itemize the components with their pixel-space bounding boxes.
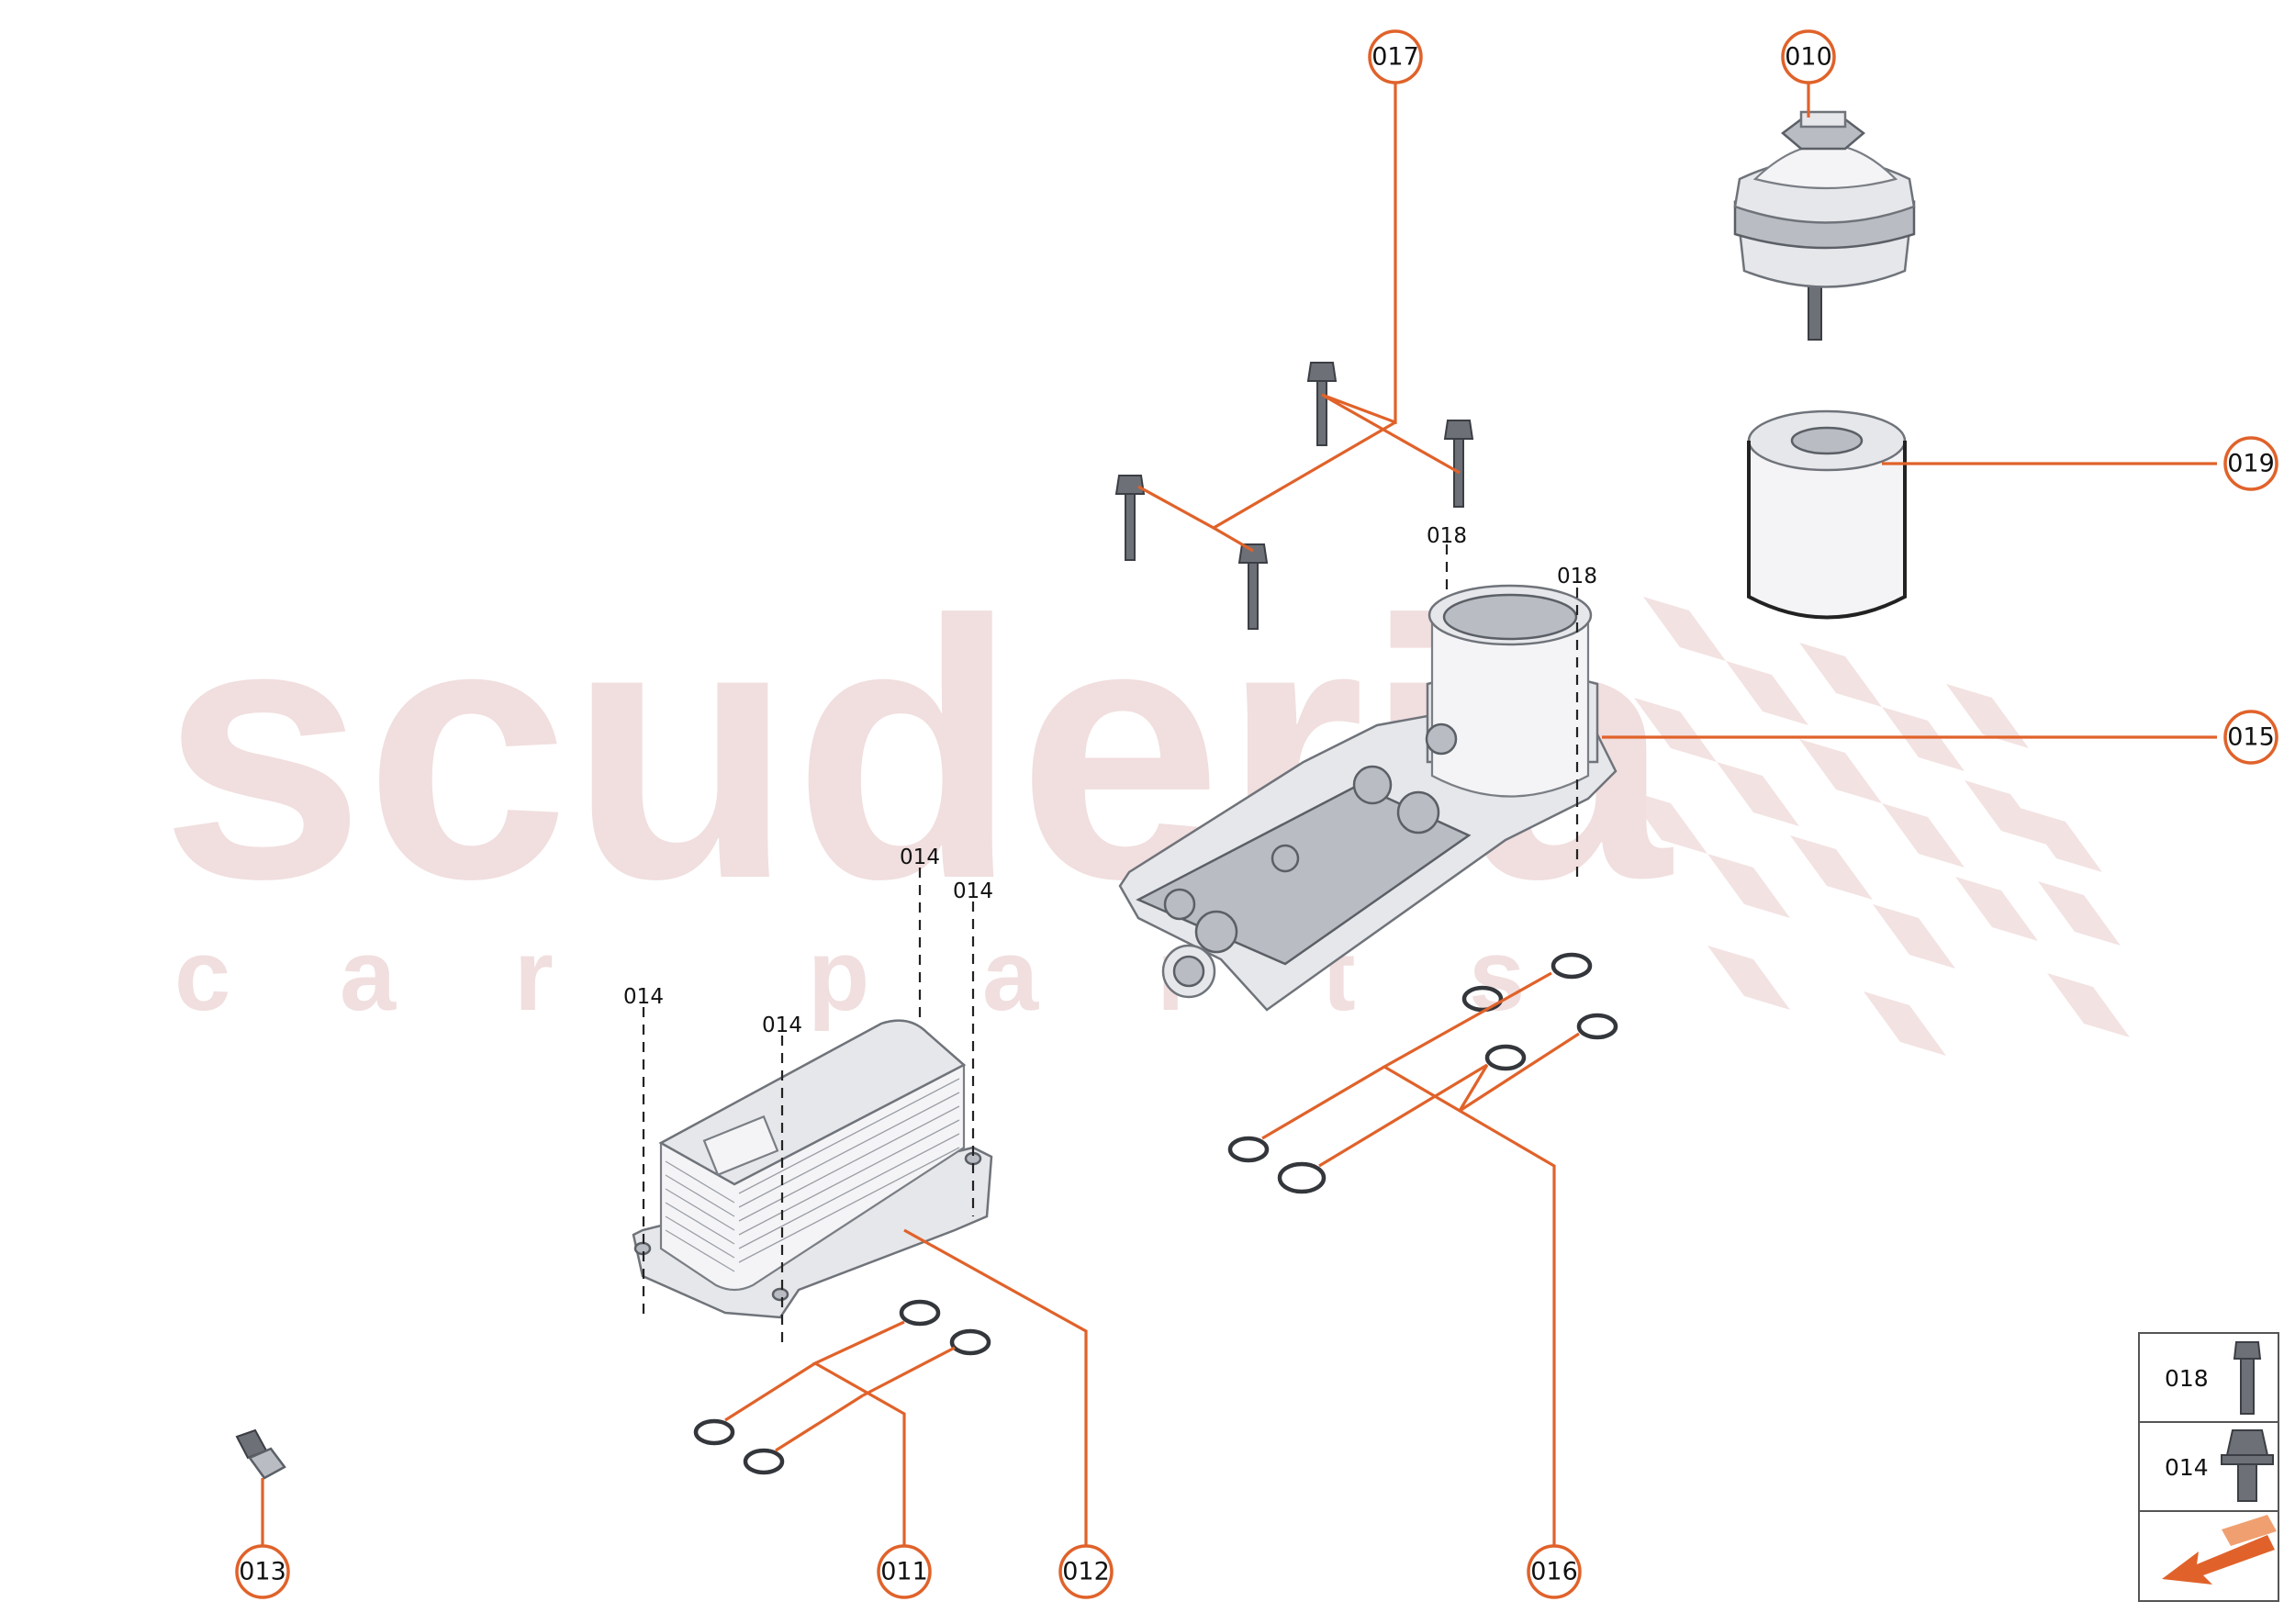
flange-bolt-icon [2221, 1429, 2274, 1502]
oil-filter-housing-part[interactable] [1118, 584, 1618, 1012]
label-014: 014 [762, 1014, 802, 1037]
watermark-letter: c [174, 919, 230, 1032]
checkered-flag-logo [1625, 597, 2130, 1056]
label-014: 014 [953, 879, 993, 903]
seal-rings-016[interactable] [1227, 952, 1618, 1194]
housing-bolts-017[interactable] [1114, 362, 1474, 630]
callout-label: 010 [1785, 43, 1832, 72]
legend-label-014: 014 [2165, 1454, 2209, 1481]
legend-label-018: 018 [2165, 1365, 2209, 1392]
callout-010[interactable]: 010 [1781, 29, 1836, 84]
watermark: scuderia c a r p a r t s [161, 544, 2130, 1056]
label-018: 018 [1427, 524, 1467, 548]
oil-cooler-part[interactable] [632, 1019, 993, 1319]
watermark-letter: a [340, 919, 397, 1032]
callout-013[interactable]: 013 [235, 1544, 290, 1599]
label-014: 014 [900, 846, 940, 869]
filter-element-part[interactable] [1747, 409, 1907, 620]
long-bolt-icon [2233, 1341, 2262, 1415]
callout-label: 017 [1371, 43, 1419, 72]
oil-sensor-part[interactable] [235, 1428, 286, 1480]
oil-filter-cap-part[interactable] [1733, 110, 1916, 341]
callout-label: 016 [1530, 1558, 1578, 1586]
callout-label: 011 [880, 1558, 928, 1586]
direction-arrow-icon [2162, 1515, 2277, 1585]
watermark-letter: r [514, 919, 554, 1032]
position-labels: 018 018 014 014 014 014 [623, 524, 1597, 1037]
dashed-indicators [642, 544, 1579, 1350]
callout-016[interactable]: 016 [1527, 1544, 1582, 1599]
watermark-letter: p [808, 919, 869, 1032]
seal-rings-011[interactable] [693, 1299, 991, 1475]
callout-label: 012 [1062, 1558, 1110, 1586]
fastener-legend: 018 014 [2138, 1332, 2279, 1602]
callout-label: 015 [2227, 723, 2275, 752]
callout-019[interactable]: 019 [2223, 436, 2278, 491]
label-014: 014 [623, 985, 664, 1009]
callout-label: 019 [2227, 450, 2275, 478]
label-018: 018 [1557, 565, 1597, 588]
watermark-letter: a [982, 919, 1039, 1032]
callout-015[interactable]: 015 [2223, 710, 2278, 765]
callout-012[interactable]: 012 [1058, 1544, 1114, 1599]
callout-label: 013 [239, 1558, 286, 1586]
callout-011[interactable]: 011 [877, 1544, 932, 1599]
callout-017[interactable]: 017 [1368, 29, 1423, 84]
leader-lines [261, 79, 2217, 1577]
